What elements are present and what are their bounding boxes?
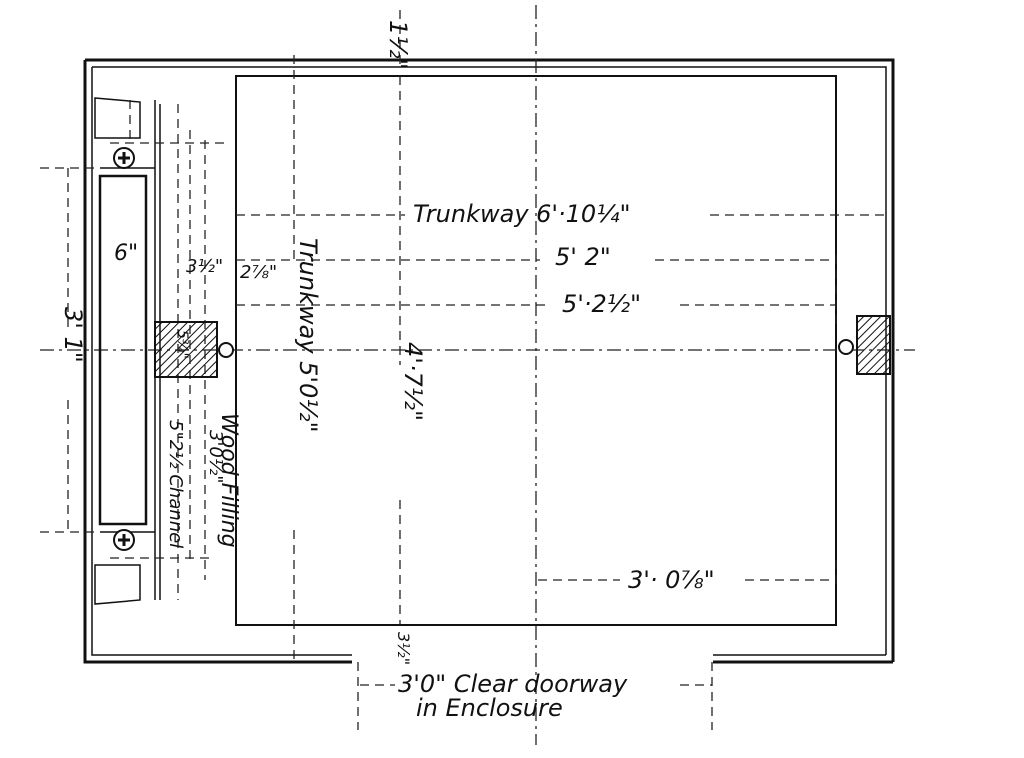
center-offset-label: 3'· 0⅞" — [628, 566, 715, 594]
doorway-label-line1: 3'0" Clear doorway — [398, 670, 628, 698]
bottom-bolt-icon — [113, 529, 135, 551]
trunkway-depth-label: Trunkway 5'0½" — [294, 238, 322, 433]
top-bolt-icon — [113, 147, 135, 169]
dimension-lines — [40, 10, 890, 730]
inner-width-label: 5' 2" — [555, 243, 611, 271]
left-roller-icon — [218, 342, 234, 358]
bottom-clearance-label: 3½" — [394, 632, 413, 665]
gap-left-label: 3½" — [186, 256, 223, 277]
filling-dim-label: 3'0½" — [205, 430, 226, 484]
depth-label: 4'·7½" — [399, 342, 427, 421]
top-clearance-label: 1½" — [384, 20, 412, 70]
bolt-spacing-label: 3' 1" — [59, 307, 87, 363]
channel-width-label: 6" — [114, 241, 138, 266]
wood-filling-label: Wood Filling — [216, 413, 241, 548]
doorway-label-line2: in Enclosure — [416, 694, 563, 722]
trunkway-width-label: Trunkway 6'·10¼" — [413, 200, 631, 228]
right-roller-icon — [838, 339, 854, 355]
left-wood-filling-block — [154, 321, 218, 378]
right-wood-filling-block — [856, 315, 891, 375]
channel-spec-label: 5"2½ Channel — [165, 420, 186, 548]
enclosure-outline — [83, 58, 895, 664]
gap-right-label: 2⅞" — [240, 262, 277, 283]
inner-width-2-label: 5'·2½" — [562, 290, 641, 318]
block-dim-label: 5¾" — [174, 330, 190, 359]
